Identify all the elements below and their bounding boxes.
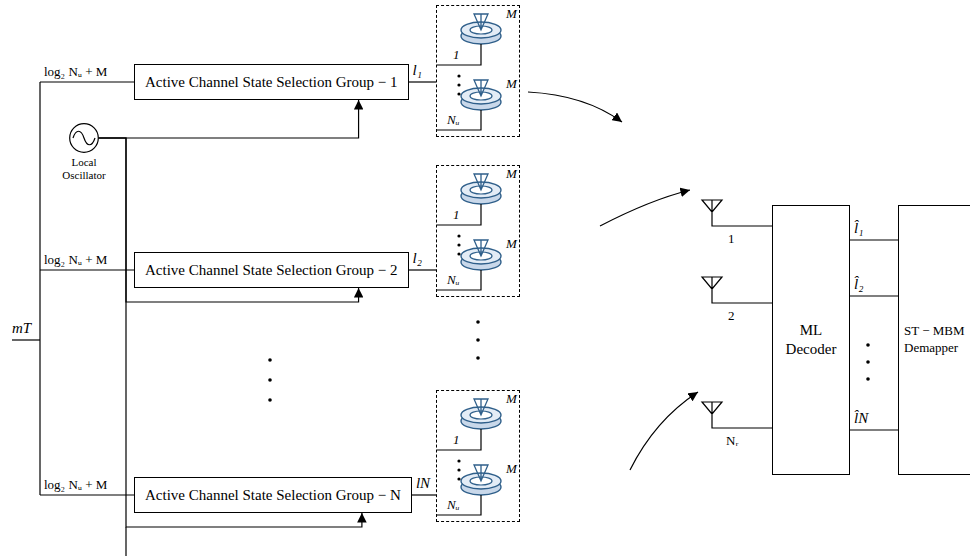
oscillator-trunk: [125, 527, 126, 556]
bit-count: log₂ Nᵤ + M: [44, 251, 107, 268]
antenna-symbol: [474, 14, 488, 30]
antenna-array-group: M1MNᵤ: [436, 165, 520, 297]
element-count: M: [506, 391, 517, 406]
signal-label: l₁: [413, 62, 422, 79]
signal-label: lN: [416, 475, 430, 492]
signal-wire: [98, 100, 358, 138]
oscillator-circle: [70, 124, 99, 153]
ellipsis-dot: [476, 320, 480, 324]
selection-box: Active Channel State Selection Group − N: [134, 477, 412, 513]
ellipsis-dot: [457, 243, 460, 246]
ellipsis-dot: [457, 83, 460, 86]
bit-count: log₂ Nᵤ + M: [44, 63, 107, 80]
ellipsis-dot: [268, 398, 272, 402]
decoder-box: ML Decoder: [772, 205, 850, 475]
antenna-symbol: [474, 240, 488, 256]
antenna-symbol: [474, 465, 488, 481]
demapper-box: ST − MBM Demapper: [898, 205, 970, 475]
receive-antenna: [702, 200, 772, 226]
oscillator-symbol: [54, 123, 114, 153]
propagation-arrow: [528, 92, 622, 122]
feed-wire: [437, 110, 481, 130]
signal-wire: [850, 295, 898, 296]
signal-wire: [850, 429, 898, 430]
ellipsis-dot: [457, 234, 460, 237]
feed-wire: [437, 495, 481, 515]
ellipsis-dot: [457, 468, 460, 471]
propagation-arrow: [630, 392, 698, 470]
box-title: Active Channel State Selection Group − 1: [145, 65, 398, 99]
signal-label: l̂N: [854, 410, 868, 427]
oscillator-label: Local Oscillator: [54, 156, 114, 182]
sine-symbol: [73, 131, 95, 145]
antenna-symbol: [474, 80, 488, 96]
ellipsis-dot: [866, 360, 870, 364]
antenna-array-group: M1MNᵤ: [436, 5, 520, 137]
ellipsis-dot: [476, 356, 480, 360]
signal-label: l₂: [413, 250, 422, 267]
antenna-index: Nᵤ: [447, 112, 459, 127]
antenna-index: 2: [728, 307, 735, 324]
receive-antenna: [702, 277, 772, 303]
element-count: M: [506, 6, 517, 21]
ellipsis-dot: [268, 358, 272, 362]
signal-wire: [409, 81, 436, 82]
bus-branch: [40, 494, 134, 495]
bit-bus: [39, 82, 40, 495]
antenna-index: 1: [453, 207, 460, 222]
box-title: Active Channel State Selection Group − 2: [145, 253, 398, 287]
bus-branch: [40, 81, 134, 82]
ellipsis-dot: [457, 459, 460, 462]
feed-wire: [437, 44, 481, 65]
bus-branch: [40, 269, 134, 270]
signal-wire: [850, 239, 898, 240]
signal-wire: [98, 138, 362, 527]
selection-box: Active Channel State Selection Group − 2: [134, 252, 409, 288]
signal-label: l̂₂: [854, 276, 863, 293]
ellipsis-dot: [457, 252, 460, 255]
feed-wire: [437, 270, 481, 290]
local-oscillator: Local Oscillator: [54, 123, 114, 182]
element-count: M: [506, 236, 517, 251]
feed-wire: [437, 429, 481, 450]
ellipsis-dot: [866, 343, 870, 347]
antenna-index: 1: [453, 47, 460, 62]
ellipsis-dot: [457, 92, 460, 95]
ellipsis-dot: [476, 338, 480, 342]
antenna-symbol: [474, 399, 488, 415]
antenna-index: 1: [453, 432, 460, 447]
box-title: ML Decoder: [781, 321, 841, 359]
receive-antenna: [702, 402, 772, 428]
element-count: M: [506, 461, 517, 476]
ellipsis-dot: [457, 477, 460, 480]
element-count: M: [506, 76, 517, 91]
element-count: M: [506, 166, 517, 181]
feed-wire: [437, 204, 481, 225]
propagation-arrow: [600, 190, 690, 226]
antenna-index: Nᵤ: [447, 272, 459, 287]
box-title: Active Channel State Selection Group − N: [145, 478, 401, 512]
antenna-index: Nᵤ: [447, 497, 459, 512]
input-wire: [12, 339, 40, 340]
box-title: ST − MBM Demapper: [904, 323, 968, 357]
ellipsis-dot: [268, 378, 272, 382]
ellipsis-dot: [457, 74, 460, 77]
antenna-index: Nᵣ: [726, 432, 738, 449]
antenna-symbol: [474, 174, 488, 190]
antenna-index: 1: [728, 230, 735, 247]
bit-count: log₂ Nᵤ + M: [44, 476, 107, 493]
signal-wire: [409, 269, 436, 270]
ellipsis-dot: [866, 377, 870, 381]
input-symbol: mT: [12, 320, 31, 337]
antenna-array-group: M1MNᵤ: [436, 390, 520, 522]
signal-label: l̂₁: [854, 220, 863, 237]
selection-box: Active Channel State Selection Group − 1: [134, 64, 409, 100]
signal-wire: [412, 494, 436, 495]
